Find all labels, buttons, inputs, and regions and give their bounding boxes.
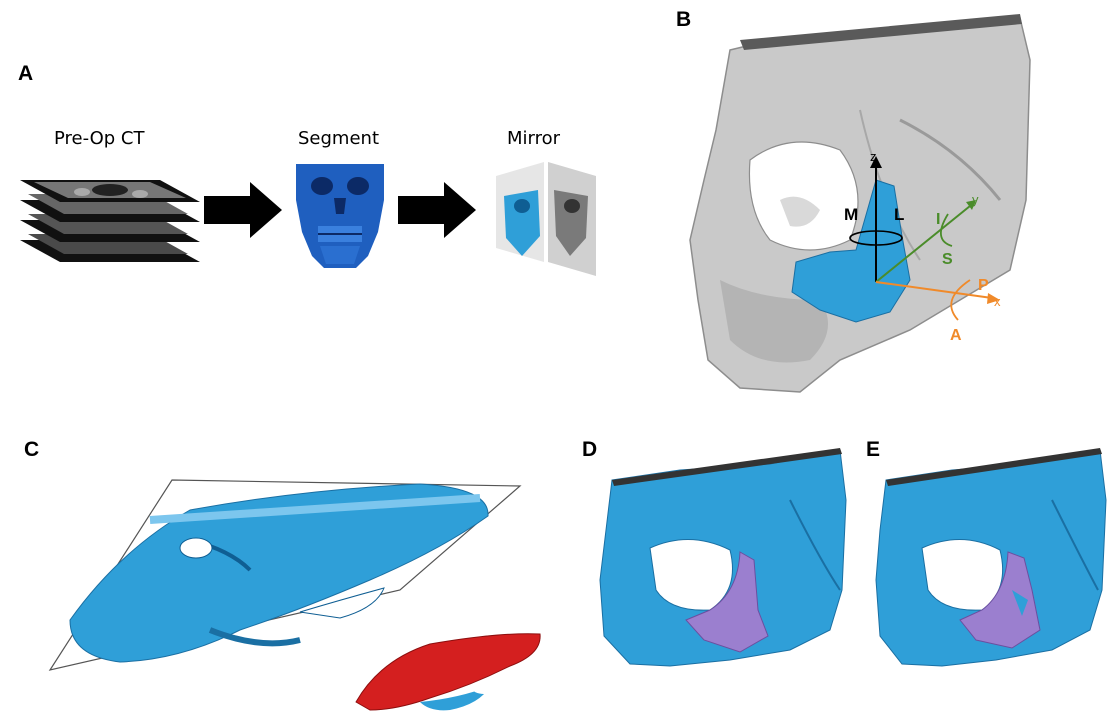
rotation-label-anterior: A: [950, 327, 962, 344]
rotation-label-posterior: P: [978, 277, 989, 294]
ct-slice-stack-icon: [20, 180, 200, 262]
panel-b-skull: z M L y I S x P A: [680, 0, 1110, 400]
skull-gray-3d-icon: [690, 14, 1030, 392]
arrow-right-icon: [398, 182, 476, 238]
red-overlay-icon: [356, 634, 540, 711]
panel-c-axial: [0, 440, 580, 718]
rotation-label-medial: M: [844, 205, 858, 224]
x-axis-label: x: [994, 294, 1001, 309]
y-axis-label: y: [972, 192, 979, 207]
rotation-label-superior: S: [942, 251, 953, 268]
rotation-label-inferior: I: [936, 211, 940, 228]
rotation-label-lateral: L: [894, 205, 904, 224]
panel-d-skull: [590, 440, 860, 690]
z-axis-label: z: [870, 149, 877, 164]
panel-a-pipeline: [0, 0, 620, 300]
skull-3d-icon: [296, 164, 384, 268]
mirror-skull-icon: [496, 162, 596, 276]
arrow-right-icon: [204, 182, 282, 238]
panel-e-skull: [872, 440, 1112, 690]
